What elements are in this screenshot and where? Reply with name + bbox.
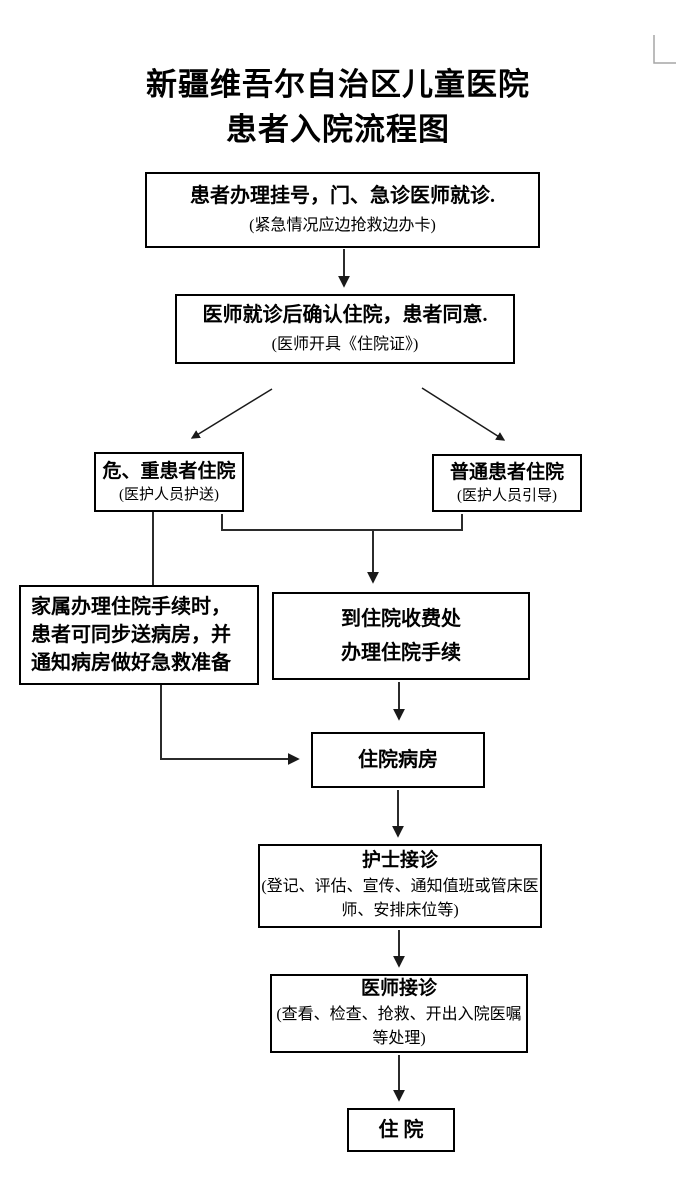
line-branch-bracket bbox=[221, 514, 463, 531]
arrow-confirm-to-critical bbox=[190, 388, 273, 439]
node-family: 家属办理住院手续时，患者可同步送病房，并通知病房做好急救准备 bbox=[19, 585, 259, 685]
node-ward: 住院病房 bbox=[311, 732, 485, 788]
node-fee-office: 到住院收费处 办理住院手续 bbox=[272, 592, 530, 680]
node-ward-main: 住院病房 bbox=[358, 748, 438, 771]
node-fee-line1: 到住院收费处 bbox=[341, 608, 461, 630]
arrow-confirm-to-normal bbox=[421, 387, 506, 441]
node-fee-line2: 办理住院手续 bbox=[341, 642, 461, 664]
node-family-main: 家属办理住院手续时，患者可同步送病房，并通知病房做好急救准备 bbox=[31, 596, 231, 674]
page-corner-mark bbox=[653, 35, 676, 64]
node-critical: 危、重患者住院 (医护人员护送) bbox=[94, 452, 244, 512]
node-nurse-main: 护士接诊 bbox=[361, 850, 438, 871]
node-confirm: 医师就诊后确认住院，患者同意. (医师开具《住院证》) bbox=[175, 294, 515, 364]
node-critical-sub: (医护人员护送) bbox=[119, 486, 219, 503]
node-normal: 普通患者住院 (医护人员引导) bbox=[432, 454, 582, 512]
node-confirm-sub: (医师开具《住院证》) bbox=[271, 336, 419, 353]
node-admitted-main: 住 院 bbox=[378, 1118, 424, 1141]
node-doctor-sub: (查看、检查、抢救、开出入院医嘱等处理) bbox=[276, 1005, 522, 1047]
page-title-line1: 新疆维吾尔自治区儿童医院 bbox=[146, 67, 530, 102]
node-critical-main: 危、重患者住院 bbox=[102, 460, 236, 482]
node-doctor-main: 医师接诊 bbox=[360, 977, 437, 999]
node-register-sub: (紧急情况应边抢救边办卡) bbox=[249, 217, 436, 234]
node-register: 患者办理挂号，门、急诊医师就诊. (紧急情况应边抢救边办卡) bbox=[145, 172, 540, 248]
node-nurse-sub: (登记、评估、宣传、通知值班或管床医师、安排床位等) bbox=[261, 878, 539, 919]
node-register-main: 患者办理挂号，门、急诊医师就诊. bbox=[190, 185, 495, 207]
node-nurse: 护士接诊 (登记、评估、宣传、通知值班或管床医师、安排床位等) bbox=[258, 844, 542, 928]
node-normal-main: 普通患者住院 bbox=[449, 461, 564, 483]
arrow-family-to-ward bbox=[160, 685, 300, 765]
node-doctor: 医师接诊 (查看、检查、抢救、开出入院医嘱等处理) bbox=[270, 974, 528, 1053]
node-admitted: 住 院 bbox=[347, 1108, 455, 1152]
page-title-line2: 患者入院流程图 bbox=[226, 112, 450, 147]
page-title: 新疆维吾尔自治区儿童医院 患者入院流程图 bbox=[0, 62, 676, 152]
node-normal-sub: (医护人员引导) bbox=[457, 487, 557, 504]
node-confirm-main: 医师就诊后确认住院，患者同意. bbox=[202, 304, 488, 326]
